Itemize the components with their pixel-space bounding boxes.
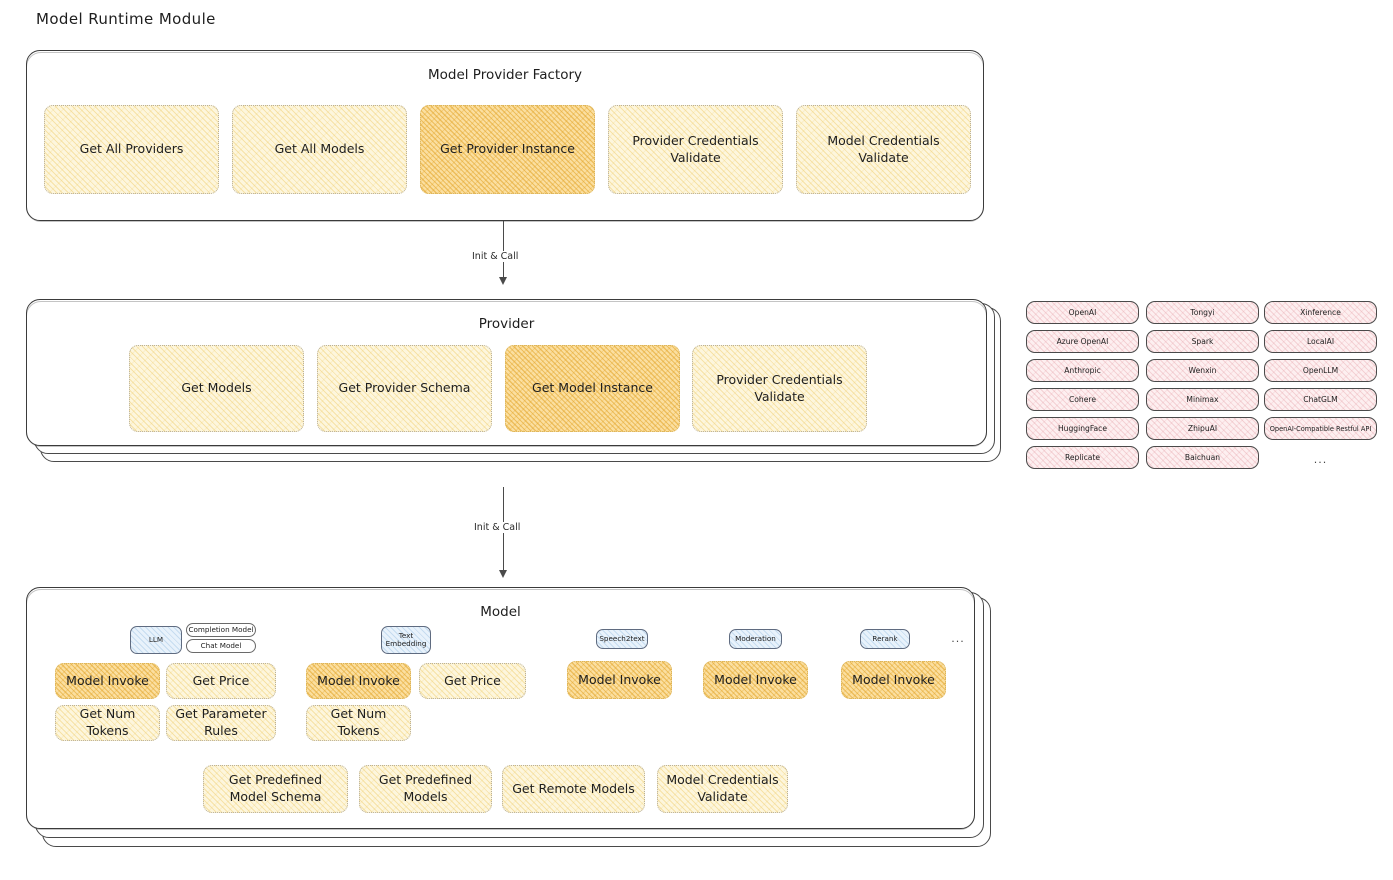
node-provider-credentials-validate[interactable]: Provider Credentials Validate bbox=[608, 105, 783, 194]
chip-wenxin[interactable]: Wenxin bbox=[1146, 359, 1259, 382]
chip-openllm[interactable]: OpenLLM bbox=[1264, 359, 1377, 382]
node-provider-credentials-validate-2[interactable]: Provider Credentials Validate bbox=[692, 345, 867, 432]
arrow-label-init-and-call-2: Init & Call bbox=[470, 522, 525, 533]
node-llm-get-num-tokens[interactable]: Get Num Tokens bbox=[55, 705, 160, 741]
chip-chatglm[interactable]: ChatGLM bbox=[1264, 388, 1377, 411]
badge-speech2text[interactable]: Speech2text bbox=[596, 629, 648, 649]
badge-completion-model[interactable]: Completion Model bbox=[186, 623, 256, 637]
chip-azure-openai[interactable]: Azure OpenAI bbox=[1026, 330, 1139, 353]
chip-zhipuai[interactable]: ZhipuAI bbox=[1146, 417, 1259, 440]
node-rerank-model-invoke[interactable]: Model Invoke bbox=[841, 661, 946, 699]
model-groups-more-ellipsis: ... bbox=[951, 631, 965, 645]
node-text-embedding-get-price[interactable]: Get Price bbox=[419, 663, 526, 699]
badge-chat-model[interactable]: Chat Model bbox=[186, 639, 256, 653]
chip-openai-compatible-restful-api[interactable]: OpenAI-Compatible Restful API bbox=[1264, 417, 1377, 440]
node-get-predefined-models[interactable]: Get Predefined Models bbox=[359, 765, 492, 813]
chip-anthropic[interactable]: Anthropic bbox=[1026, 359, 1139, 382]
chip-localai[interactable]: LocalAI bbox=[1264, 330, 1377, 353]
node-get-all-providers[interactable]: Get All Providers bbox=[44, 105, 219, 194]
node-moderation-model-invoke[interactable]: Model Invoke bbox=[703, 661, 808, 699]
chip-replicate[interactable]: Replicate bbox=[1026, 446, 1139, 469]
arrow-label-init-and-call-1: Init & Call bbox=[468, 251, 523, 262]
node-get-provider-instance[interactable]: Get Provider Instance bbox=[420, 105, 595, 194]
chip-openai[interactable]: OpenAI bbox=[1026, 301, 1139, 324]
chip-spark[interactable]: Spark bbox=[1146, 330, 1259, 353]
node-get-provider-schema[interactable]: Get Provider Schema bbox=[317, 345, 492, 432]
chip-xinference[interactable]: Xinference bbox=[1264, 301, 1377, 324]
page-title: Model Runtime Module bbox=[36, 10, 216, 28]
badge-llm[interactable]: LLM bbox=[130, 626, 182, 654]
node-get-models[interactable]: Get Models bbox=[129, 345, 304, 432]
chip-cohere[interactable]: Cohere bbox=[1026, 388, 1139, 411]
panel-title-model: Model bbox=[480, 604, 521, 620]
arrow-provider-to-model-head bbox=[499, 570, 507, 578]
node-llm-model-invoke[interactable]: Model Invoke bbox=[55, 663, 160, 699]
chip-huggingface[interactable]: HuggingFace bbox=[1026, 417, 1139, 440]
node-llm-get-price[interactable]: Get Price bbox=[166, 663, 276, 699]
badge-rerank[interactable]: Rerank bbox=[860, 629, 910, 649]
badge-text-embedding[interactable]: Text Embedding bbox=[381, 626, 431, 654]
node-get-remote-models[interactable]: Get Remote Models bbox=[502, 765, 645, 813]
node-get-all-models[interactable]: Get All Models bbox=[232, 105, 407, 194]
panel-title-model-provider-factory: Model Provider Factory bbox=[427, 67, 582, 83]
node-text-embedding-model-invoke[interactable]: Model Invoke bbox=[306, 663, 411, 699]
node-speech2text-model-invoke[interactable]: Model Invoke bbox=[567, 661, 672, 699]
panel-title-provider: Provider bbox=[478, 316, 535, 332]
node-get-predefined-model-schema[interactable]: Get Predefined Model Schema bbox=[203, 765, 348, 813]
node-model-credentials-validate[interactable]: Model Credentials Validate bbox=[796, 105, 971, 194]
chip-baichuan[interactable]: Baichuan bbox=[1146, 446, 1259, 469]
badge-moderation[interactable]: Moderation bbox=[729, 629, 782, 649]
node-llm-get-parameter-rules[interactable]: Get Parameter Rules bbox=[166, 705, 276, 741]
arrow-factory-to-provider-head bbox=[499, 277, 507, 285]
node-text-embedding-get-num-tokens[interactable]: Get Num Tokens bbox=[306, 705, 411, 741]
node-get-model-instance[interactable]: Get Model Instance bbox=[505, 345, 680, 432]
node-model-credentials-validate-2[interactable]: Model Credentials Validate bbox=[657, 765, 788, 813]
chip-tongyi[interactable]: Tongyi bbox=[1146, 301, 1259, 324]
chip-list-more-ellipsis: ... bbox=[1313, 452, 1328, 466]
chip-minimax[interactable]: Minimax bbox=[1146, 388, 1259, 411]
